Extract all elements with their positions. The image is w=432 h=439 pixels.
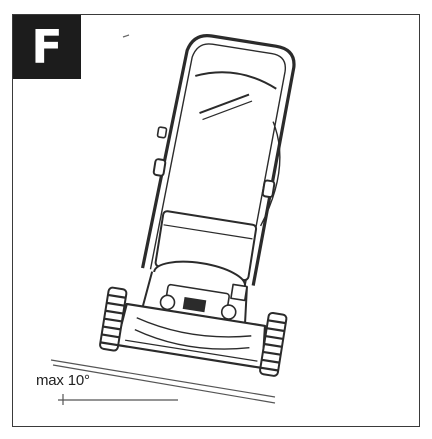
lawn-mower-drawing	[99, 34, 296, 377]
max-angle-label: max 10°	[36, 372, 90, 389]
figure-frame: F max 10°	[12, 14, 420, 427]
slope-lines	[50, 359, 276, 405]
lawn-mower-on-slope-icon	[50, 34, 296, 405]
figure-letter: F	[31, 20, 63, 74]
figure-badge: F	[13, 15, 81, 79]
